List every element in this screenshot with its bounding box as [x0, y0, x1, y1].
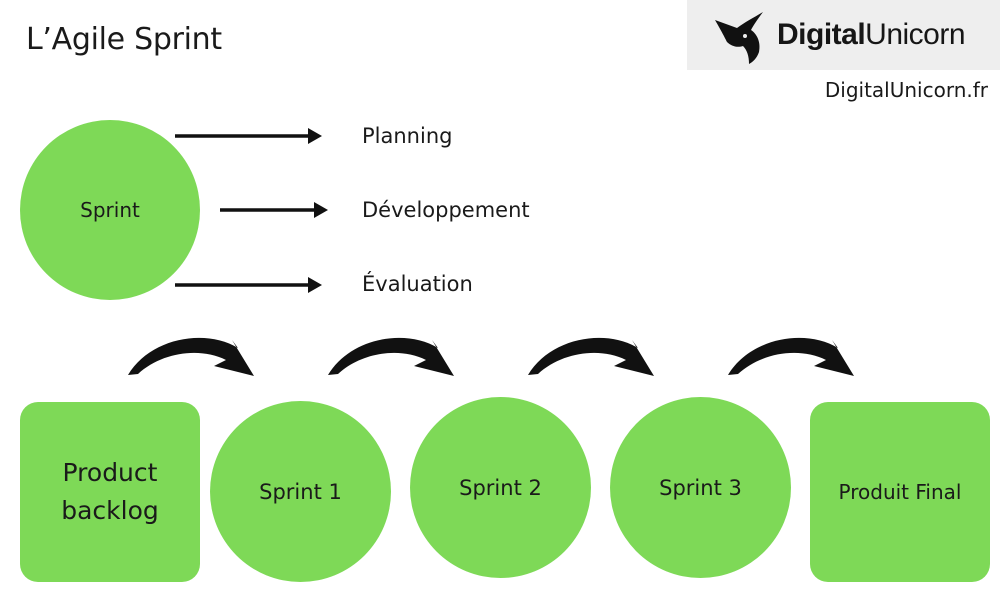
sprint-2-circle: Sprint 2	[410, 397, 591, 578]
curved-arrow-1	[128, 337, 254, 376]
phase-evaluation: Évaluation	[362, 272, 473, 296]
site-url: DigitalUnicorn.fr	[824, 78, 988, 102]
sprint-1-circle: Sprint 1	[210, 401, 391, 582]
brand-logo: DigitalUnicorn	[687, 0, 1000, 70]
sprint-circle: Sprint	[20, 120, 200, 300]
phase-developpement: Développement	[362, 198, 530, 222]
sprint-3-circle: Sprint 3	[610, 397, 791, 578]
curved-arrow-3	[528, 337, 654, 376]
curved-arrow-2	[328, 337, 454, 376]
logo-wordmark: DigitalUnicorn	[777, 18, 966, 51]
phase-planning: Planning	[362, 124, 453, 148]
product-backlog-box: Product backlog	[20, 402, 200, 582]
curved-arrow-4	[728, 337, 854, 376]
page-title: L’Agile Sprint	[26, 22, 222, 57]
unicorn-head-icon	[715, 12, 763, 64]
produit-final-box: Produit Final	[810, 402, 990, 582]
